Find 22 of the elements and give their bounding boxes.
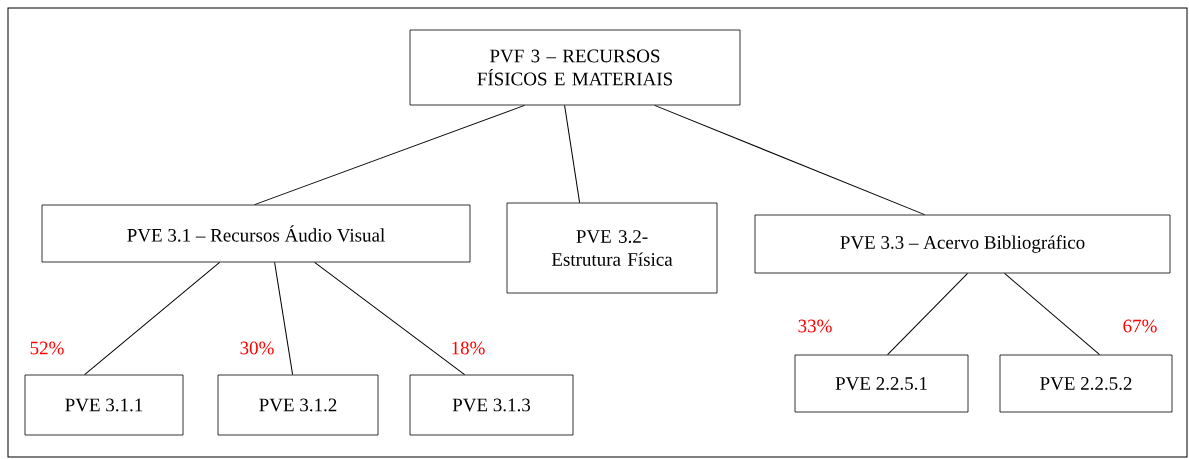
connector-line bbox=[887, 272, 969, 356]
connector-line bbox=[314, 261, 466, 376]
hierarchy-box: PVE 3.1.1 bbox=[24, 374, 184, 436]
hierarchy-box: PVF 3 – RECURSOS FÍSICOS E MATERIAIS bbox=[409, 29, 741, 106]
connector-line bbox=[254, 104, 526, 206]
hierarchy-box: PVE 2.2.5.2 bbox=[999, 354, 1173, 413]
connector-line bbox=[274, 261, 294, 376]
connector-line bbox=[84, 261, 221, 376]
percentage-label: 67% bbox=[1123, 319, 1157, 333]
hierarchy-box: PVE 3.1.3 bbox=[409, 374, 574, 436]
connector-line bbox=[654, 104, 926, 216]
percentage-label: 30% bbox=[240, 341, 274, 355]
hierarchy-box: PVE 3.1.2 bbox=[217, 374, 379, 436]
hierarchy-box: PVE 3.3 – Acervo Bibliográfico bbox=[754, 214, 1171, 274]
connector-line bbox=[1004, 272, 1101, 356]
percentage-label: 52% bbox=[30, 341, 64, 355]
hierarchy-box: PVE 2.2.5.1 bbox=[794, 354, 969, 413]
percentage-label: 18% bbox=[452, 341, 485, 355]
hierarchy-box: PVE 3.2- Estrutura Física bbox=[506, 202, 718, 294]
connector-line bbox=[564, 104, 581, 204]
hierarchy-box: PVE 3.1 – Recursos Áudio Visual bbox=[41, 204, 471, 263]
percentage-label: 33% bbox=[798, 319, 832, 333]
